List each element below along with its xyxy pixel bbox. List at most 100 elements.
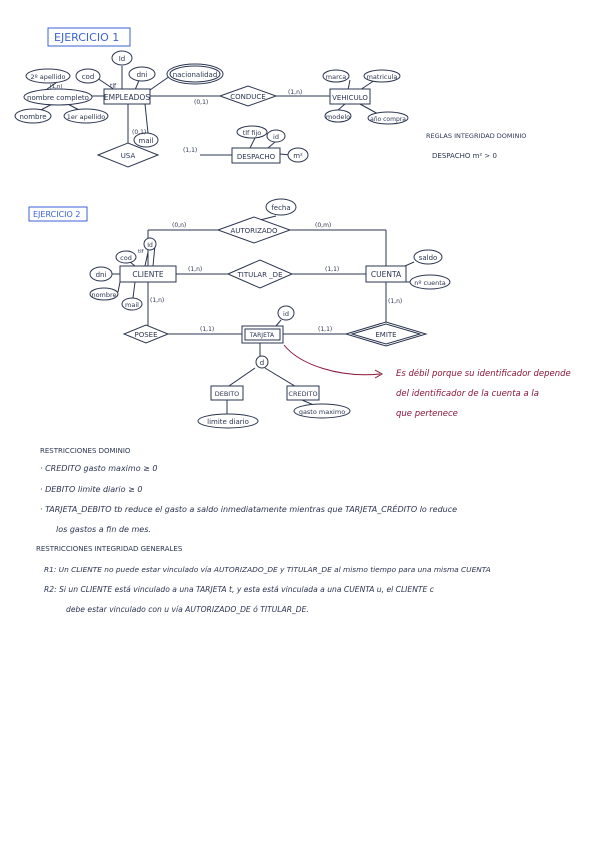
relationship-titular-de bbox=[226, 259, 294, 289]
entity-debito-label: DEBITO bbox=[215, 390, 240, 398]
annotation-arrowhead bbox=[374, 369, 384, 379]
attr-saldo bbox=[413, 249, 443, 265]
attr-nacionalidad bbox=[166, 63, 224, 85]
attr-m2-label: m² bbox=[293, 152, 303, 160]
attr-cod bbox=[75, 68, 101, 84]
attr-mail-label: mail bbox=[139, 137, 154, 145]
restriccion-tarjeta-debito: · TARJETA_DEBITO tb reduce el gasto a sa… bbox=[40, 505, 458, 514]
entity-cliente-label: CLIENTE bbox=[132, 270, 164, 279]
attr-limite-diario-label: limite diario bbox=[207, 418, 249, 426]
card-cliente-posee: (1,n) bbox=[150, 297, 164, 304]
entity-despacho-label: DESPACHO bbox=[237, 153, 276, 161]
attr-marca-label: marca bbox=[326, 73, 346, 81]
attr-mail bbox=[133, 132, 159, 148]
relationship-autorizado bbox=[216, 216, 292, 244]
ejercicio-1-title: EJERCICIO 1 bbox=[54, 31, 119, 44]
annotation-line-1: Es débil porque su identificador depende bbox=[396, 368, 571, 379]
attr-apellido1 bbox=[63, 108, 109, 124]
attr-anio-compra-label: año compra bbox=[370, 116, 406, 123]
attr-gasto-maximo-label: gasto maximo bbox=[299, 408, 345, 416]
entity-cliente bbox=[119, 265, 177, 283]
entity-credito bbox=[286, 385, 320, 401]
attr-dni-label: dni bbox=[137, 71, 148, 79]
ejercicio-1-frame bbox=[47, 27, 131, 47]
attr-mail-cliente-label: mail bbox=[125, 301, 139, 309]
restriccion-tarjeta-debito-cont: los gastos a fin de mes. bbox=[56, 525, 151, 534]
attr-tlf-fijo bbox=[236, 125, 268, 139]
attr-nombre-cliente-label: nombre bbox=[91, 291, 116, 299]
attr-id-empleado bbox=[111, 50, 133, 66]
attr-n-cuenta-label: nº cuenta bbox=[414, 279, 446, 287]
entity-credito-label: CREDITO bbox=[288, 390, 317, 398]
card-empleados-usa: (0,1) bbox=[132, 129, 146, 136]
card-conduce-vehiculo: (1,n) bbox=[288, 89, 302, 96]
restriccion-r2: R2: Si un CLIENTE está vinculado a una T… bbox=[44, 585, 434, 594]
entity-empleados bbox=[103, 88, 151, 105]
restricciones-generales-title: RESTRICCIONES INTEGRIDAD GENERALES bbox=[36, 545, 183, 553]
attr-dni bbox=[128, 66, 156, 82]
entity-vehiculo bbox=[329, 88, 371, 105]
attr-fecha bbox=[265, 198, 297, 216]
attr-marca bbox=[322, 69, 350, 83]
card-empleados-conduce: (0,1) bbox=[194, 99, 208, 106]
attr-matricula bbox=[363, 69, 401, 83]
entity-tarjeta bbox=[241, 325, 284, 344]
relationship-usa-label: USA bbox=[121, 152, 136, 160]
entity-despacho bbox=[231, 147, 281, 164]
relationship-emite-double-border bbox=[350, 323, 422, 345]
card-autorizado-cuenta: (0,m) bbox=[315, 222, 331, 229]
specialization-disjoint bbox=[255, 355, 269, 369]
attr-nombre-completo-label: nombre completo bbox=[27, 94, 89, 102]
attr-modelo bbox=[324, 109, 352, 123]
attr-tlf-cliente-label: tlf bbox=[138, 249, 145, 255]
restriccion-credito: · CREDITO gasto maximo ≥ 0 bbox=[40, 464, 158, 473]
restriccion-r2-cont: debe estar vinculado con u vía AUTORIZAD… bbox=[66, 605, 309, 614]
attr-nacionalidad-label: nacionalidad bbox=[173, 71, 218, 79]
attr-dni-cliente-label: dni bbox=[96, 271, 107, 279]
attr-apellido1-label: 1er apellido bbox=[67, 113, 106, 121]
attr-gasto-maximo bbox=[293, 403, 351, 419]
relationship-emite bbox=[344, 321, 428, 347]
attr-tlf-label: tlf bbox=[110, 83, 117, 90]
ejercicio-2-title: EJERCICIO 2 bbox=[33, 210, 80, 219]
annotation-line-2: del identificador de la cuenta a la bbox=[396, 389, 539, 399]
annotation-line-3: que pertenece bbox=[396, 409, 458, 419]
entity-vehiculo-label: VEHICULO bbox=[332, 94, 368, 102]
attr-cod-cliente-label: cod bbox=[120, 254, 132, 262]
card-cliente-titular: (1,n) bbox=[188, 266, 202, 273]
attr-dni-cliente bbox=[89, 266, 113, 282]
entity-cuenta-label: CUENTA bbox=[371, 270, 402, 279]
relationship-conduce-label: CONDUCE bbox=[230, 93, 265, 101]
card-posee-tarjeta: (1,1) bbox=[200, 326, 214, 333]
attr-id-cliente-label: Id bbox=[147, 242, 153, 249]
attr-nombre bbox=[14, 108, 52, 124]
attr-id-despacho-label: id bbox=[273, 133, 279, 141]
attr-id-tarjeta-label: id bbox=[283, 310, 289, 318]
restricciones-dominio-title: RESTRICCIONES DOMINIO bbox=[40, 447, 131, 455]
card-usa-despacho: (1,1) bbox=[183, 147, 197, 154]
reglas-rule: DESPACHO m² > 0 bbox=[432, 152, 497, 160]
relationship-posee-label: POSEE bbox=[134, 331, 157, 339]
attr-n-cuenta bbox=[409, 274, 451, 290]
attr-cod-label: cod bbox=[82, 73, 95, 81]
entity-tarjeta-label: TARJETA bbox=[249, 332, 275, 339]
attr-matricula-label: matricula bbox=[367, 73, 398, 81]
entity-debito bbox=[210, 385, 244, 401]
relationship-conduce bbox=[218, 85, 278, 107]
restriccion-r1: R1: Un CLIENTE no puede estar vinculado … bbox=[44, 565, 491, 574]
relationship-emite-label: EMITE bbox=[375, 331, 396, 339]
attr-nombre-cliente bbox=[89, 287, 119, 301]
attr-modelo-label: modelo bbox=[326, 113, 350, 121]
card-cuenta-emite: (1,n) bbox=[388, 298, 402, 305]
attr-id-cliente bbox=[143, 237, 157, 251]
reglas-title: REGLAS INTEGRIDAD DOMINIO bbox=[426, 132, 526, 140]
attr-id-tarjeta bbox=[277, 305, 295, 321]
attr-tlf-fijo-label: tlf fijo bbox=[243, 129, 262, 137]
restriccion-debito: · DEBITO limite diario ≥ 0 bbox=[40, 485, 143, 494]
attr-nombre-completo bbox=[23, 88, 93, 106]
card-cliente-autorizado: (0,n) bbox=[172, 222, 186, 229]
relationship-posee bbox=[122, 324, 170, 344]
attr-m2 bbox=[287, 147, 309, 163]
specialization-disjoint-label: d bbox=[260, 359, 264, 367]
